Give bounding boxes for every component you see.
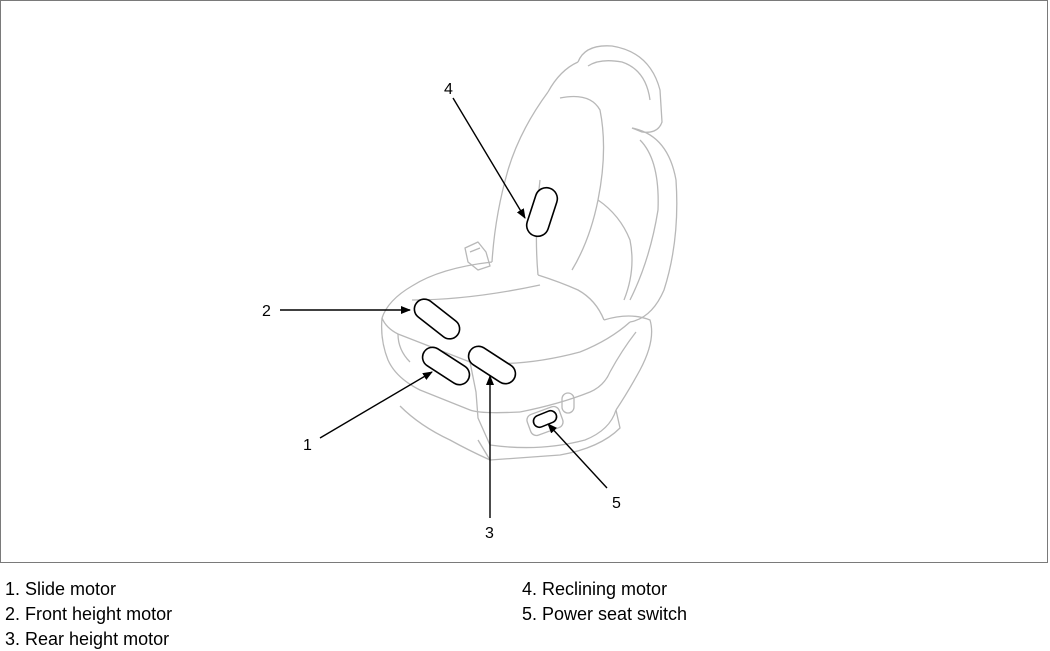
diagram-frame (0, 0, 1048, 563)
legend-item: 5. Power seat switch (522, 604, 688, 624)
leader-lines (280, 97, 608, 518)
callout-3: 3 (485, 525, 494, 542)
leader-line-4 (452, 97, 526, 219)
callout-5: 5 (612, 495, 621, 512)
front-height-motor-icon (413, 298, 461, 340)
reclining-motor-icon (525, 186, 559, 238)
motor-icons (413, 186, 559, 429)
legend-item: 2. Front height motor (5, 604, 173, 624)
leader-line-5 (547, 423, 608, 489)
power-seat-switch-icon (532, 409, 558, 429)
rear-height-motor-icon (467, 345, 517, 385)
seat-illustration (380, 45, 678, 461)
callout-1: 1 (303, 437, 312, 454)
callout-4: 4 (444, 81, 453, 98)
leader-line-1 (319, 371, 433, 439)
slide-motor-icon (421, 346, 471, 386)
legend-item: 1. Slide motor (5, 579, 117, 599)
legend-item: 3. Rear height motor (5, 629, 170, 649)
seat-diagram: 1 2 3 4 5 (262, 45, 678, 542)
legend-item: 4. Reclining motor (522, 579, 668, 599)
callout-2: 2 (262, 303, 271, 320)
